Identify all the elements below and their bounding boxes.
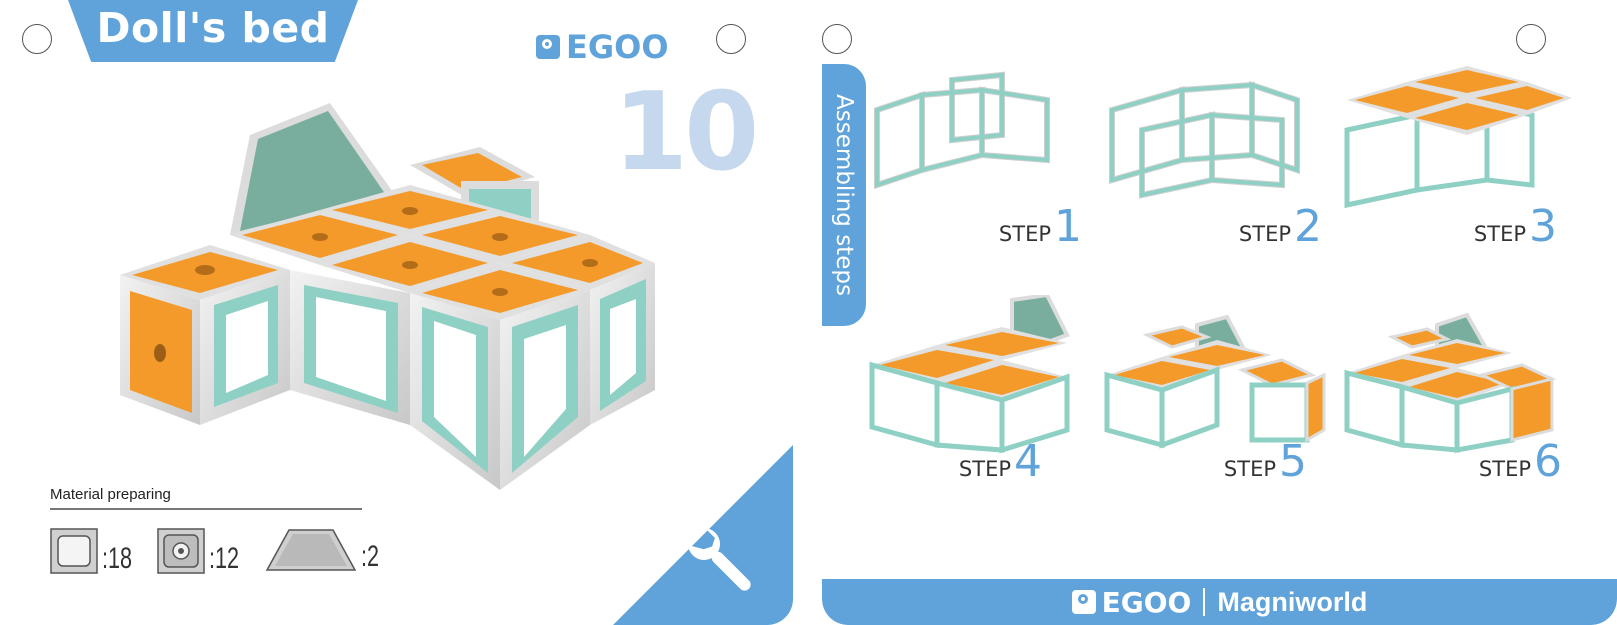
material-item-square: :18 xyxy=(50,528,144,574)
step-5-illustration xyxy=(1104,314,1326,449)
trapezoid-panel-icon xyxy=(265,529,357,571)
side-frames xyxy=(120,263,655,490)
step-1: STEP 1 xyxy=(862,60,1102,260)
step-2-illustration xyxy=(1109,80,1300,199)
instruction-card-back: Assembling steps STEP 1 xyxy=(822,0,1617,625)
step-label: STEP 2 xyxy=(1238,201,1322,252)
step-label: STEP 4 xyxy=(958,436,1042,487)
step-2: STEP 2 xyxy=(1102,60,1342,260)
title-tab: Doll's bed xyxy=(68,0,358,62)
dolls-bed-illustration xyxy=(120,103,655,490)
material-item-trapezoid: :2 xyxy=(265,528,386,572)
brand-logo: EGOO xyxy=(536,28,669,66)
punch-hole xyxy=(822,24,852,54)
material-item-hole-panel: :12 xyxy=(157,528,251,574)
punch-hole xyxy=(22,24,52,54)
footer-subbrand: Magniworld xyxy=(1217,586,1368,617)
step-6-illustration xyxy=(1344,312,1557,453)
footer-brand-logo: EGOO xyxy=(1071,585,1192,619)
material-label: Material preparing xyxy=(50,486,171,503)
footer-divider xyxy=(1203,588,1206,616)
material-count: :2 xyxy=(361,540,380,573)
brand-name: EGOO xyxy=(566,28,669,66)
assembling-steps-label: Assembling steps xyxy=(831,94,857,296)
material-count: :18 xyxy=(102,542,133,575)
punch-hole xyxy=(1516,24,1546,54)
hole-panel-icon xyxy=(157,528,205,574)
assembling-steps-tab: Assembling steps xyxy=(822,64,866,326)
footer-brand-name: EGOO xyxy=(1101,585,1192,619)
step-label: STEP 6 xyxy=(1478,436,1562,487)
square-frame-icon xyxy=(50,528,98,574)
card-number: 10 xyxy=(613,70,759,195)
wrench-icon xyxy=(688,528,751,591)
brand-mark-icon xyxy=(1071,590,1096,614)
step-4: STEP 4 xyxy=(862,295,1102,495)
step-1-illustration xyxy=(874,71,1050,190)
step-label: STEP 5 xyxy=(1223,436,1307,487)
step-label: STEP 3 xyxy=(1473,201,1557,252)
step-6: STEP 6 xyxy=(1337,295,1577,495)
step-3-illustration xyxy=(1344,66,1572,209)
page-title: Doll's bed xyxy=(96,4,330,52)
step-label: STEP 1 xyxy=(998,201,1082,252)
footer-bar: EGOO Magniworld xyxy=(822,579,1617,625)
punch-hole xyxy=(716,24,746,54)
step-3: STEP 3 xyxy=(1337,60,1577,260)
material-count: :12 xyxy=(209,542,240,575)
top-panels xyxy=(120,185,655,320)
material-divider xyxy=(50,508,362,510)
step-4-illustration xyxy=(869,295,1070,454)
instruction-card-front: Doll's bed EGOO 10 xyxy=(0,0,793,625)
step-5: STEP 5 xyxy=(1102,295,1342,495)
brand-mark-icon xyxy=(536,35,560,59)
